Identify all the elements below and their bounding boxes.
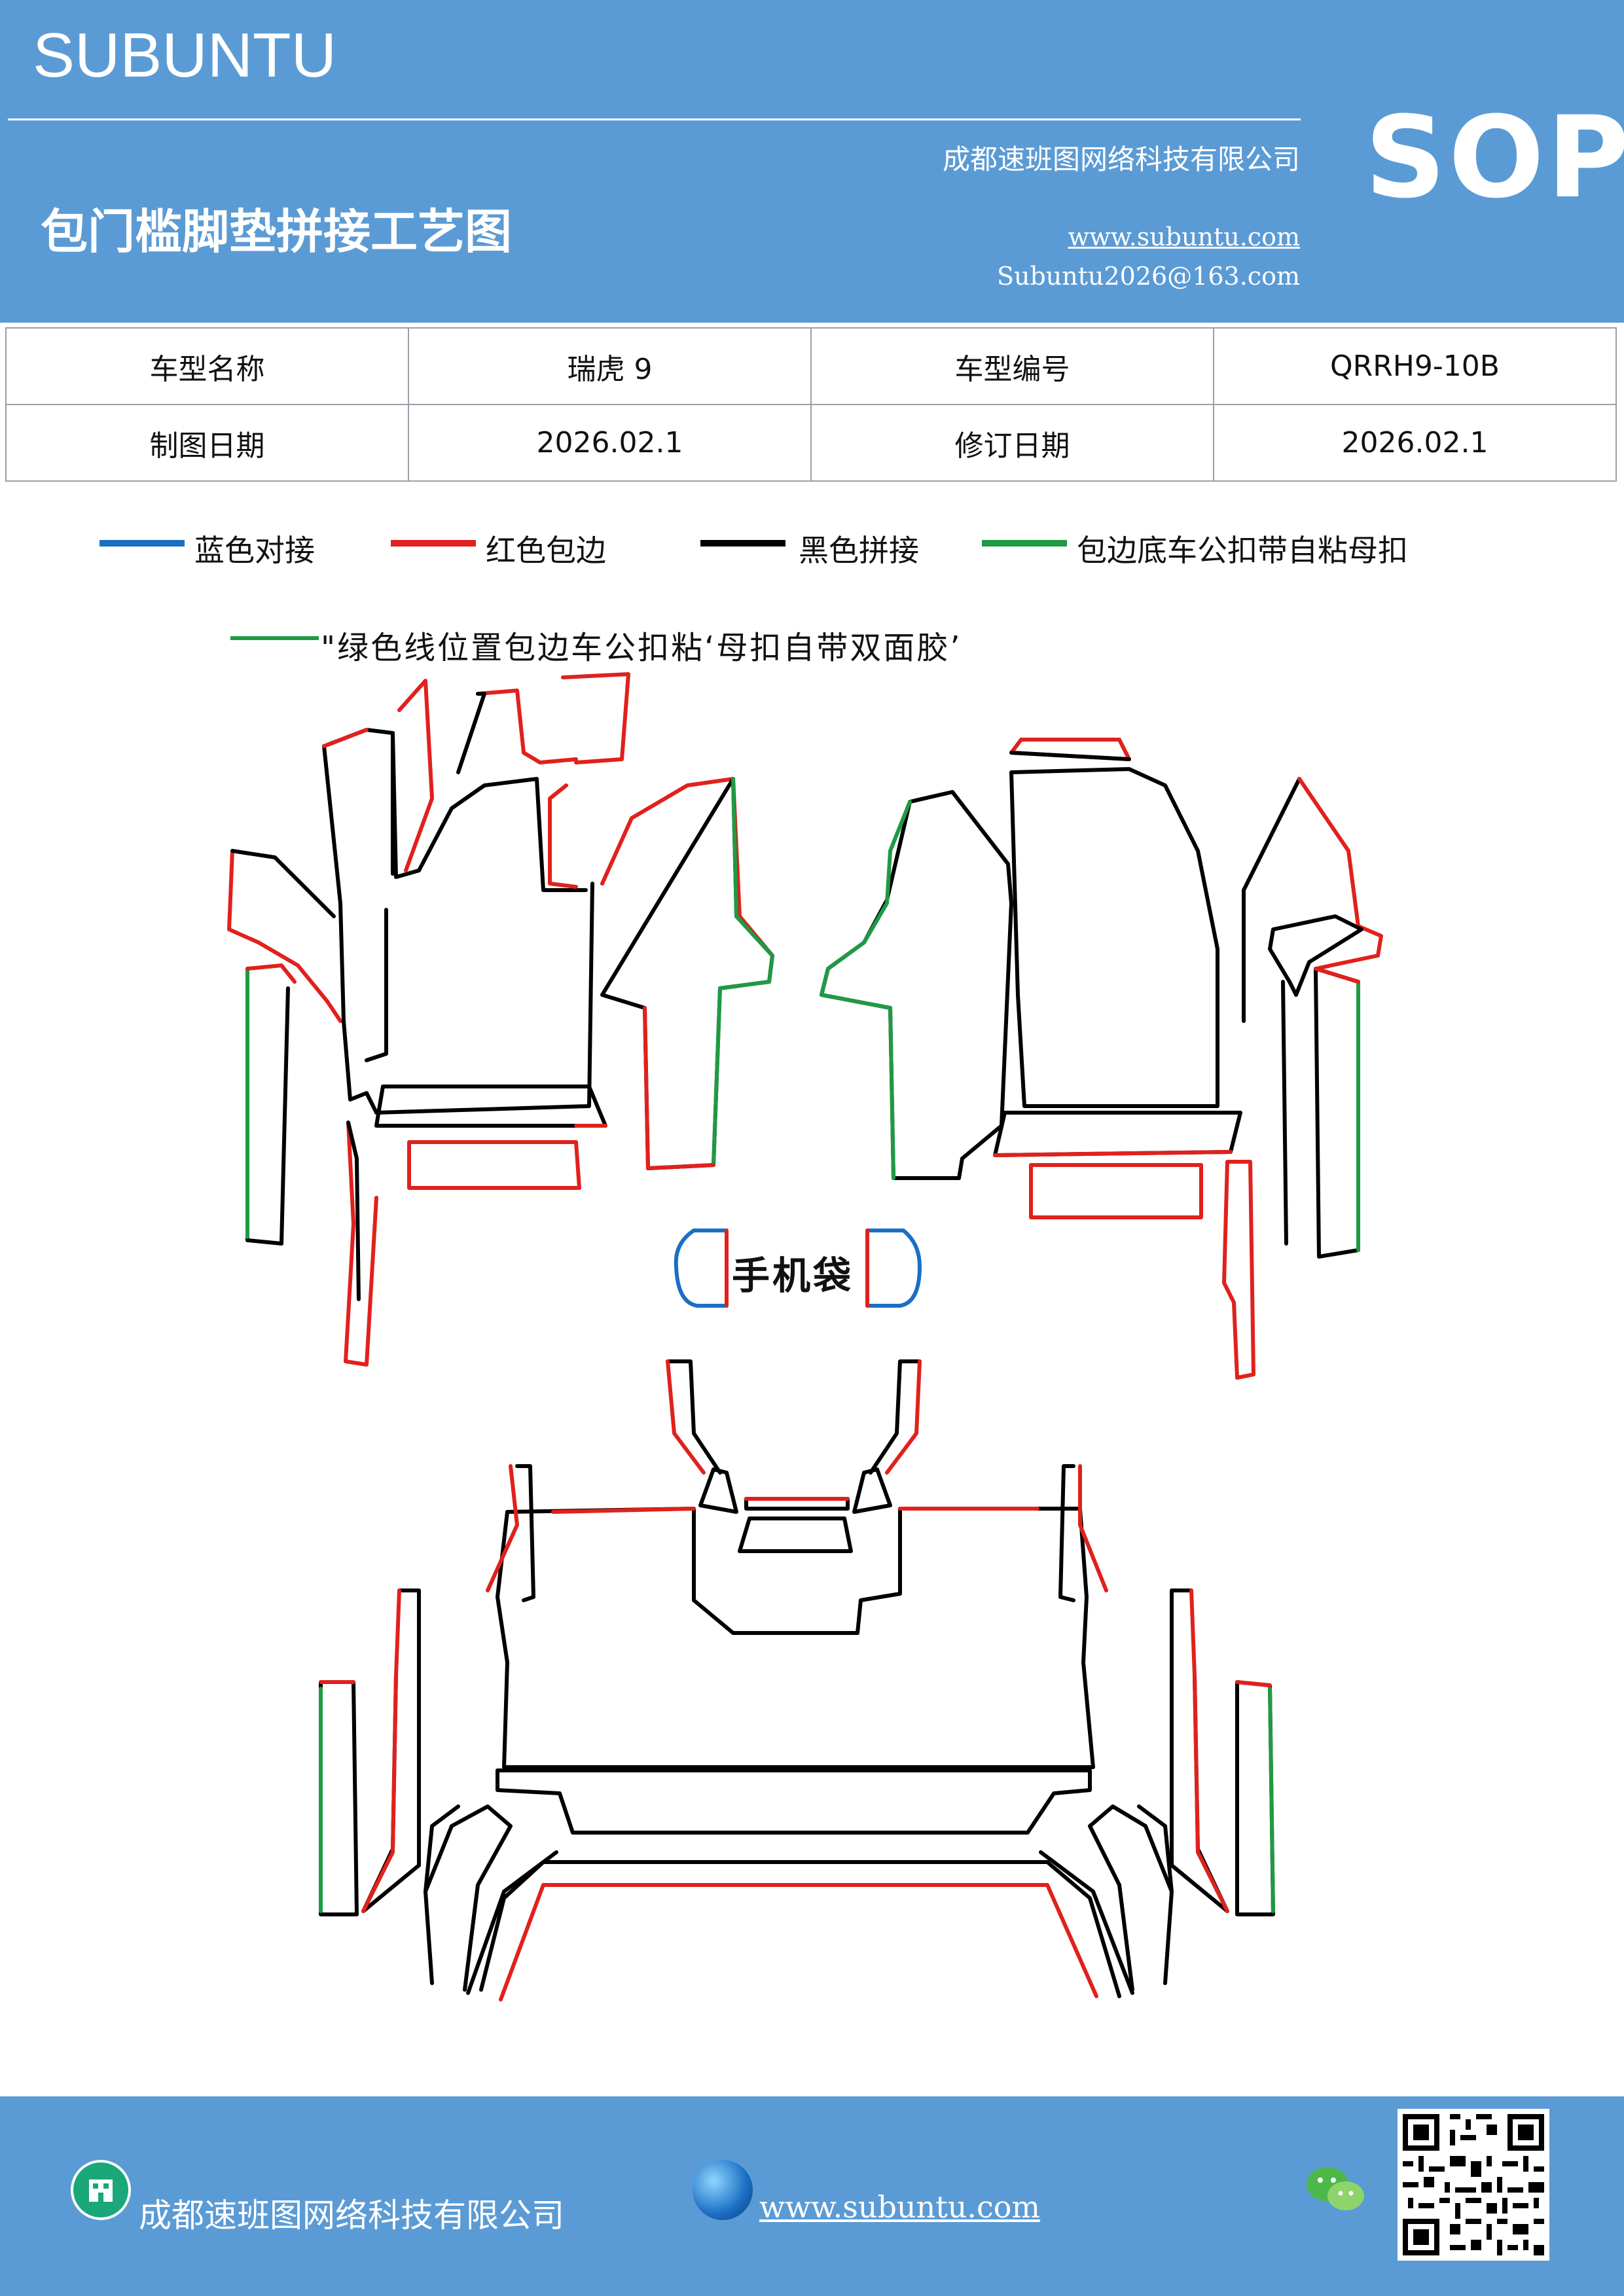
company-icon [71,2160,131,2220]
qr-code[interactable] [1398,2109,1549,2261]
note-green-line [230,636,319,640]
header-company-name: 成都速班图网络科技有限公司 [942,143,1300,175]
phone-pocket-label: 手机袋 [732,1253,854,1298]
footer-company-name: 成都速班图网络科技有限公司 [139,2197,564,2234]
front-left-outer-mat [600,777,774,1170]
front-right-rear-strip [1222,980,1288,1380]
wechat-icon[interactable] [1303,2163,1368,2215]
front-right-side-strip [1314,967,1360,1259]
front-left-heel-pad [407,1140,581,1190]
rear-center-mat [486,1359,1108,1769]
legend-label: 红色包边 [486,533,606,568]
header-banner [0,0,1624,323]
table-cell: 制图日期 [5,404,409,482]
green-line-note: "绿色线位置包边车公扣粘‘母扣自带双面胶’ [321,630,962,666]
legend-swatch-green [982,540,1067,547]
table-row: 制图日期 2026.02.1 修订日期 2026.02.1 [5,404,1617,482]
header-website-link[interactable]: www.subuntu.com [1068,223,1300,251]
table-cell: QRRH9-10B [1213,327,1617,405]
table-cell: 车型名称 [5,327,409,405]
legend-label: 包边底车公扣带自粘母扣 [1077,533,1408,568]
front-right-heel-pad [1029,1163,1203,1219]
table-cell: 车型编号 [810,327,1214,405]
front-right-outer-mat [820,790,1013,1180]
table-cell: 修订日期 [810,404,1214,482]
front-left-heel-bar [374,1085,607,1128]
legend-swatch-red [391,540,476,547]
front-right-mat [1009,738,1219,1108]
header-divider [8,118,1301,120]
phone-pocket-right [865,1229,922,1308]
front-left-side-strip [245,963,297,1246]
legend-label: 蓝色对接 [194,533,315,568]
rear-tunnel-cover [466,1850,1134,2001]
front-right-pillar-piece [1242,777,1383,1023]
footer-website-link[interactable]: www.subuntu.com [759,2189,1041,2225]
rear-left-outer-strip [319,1588,421,1916]
table-row: 车型名称 瑞虎 9 车型编号 QRRH9-10B [5,327,1617,405]
rear-right-outer-strip [1170,1588,1275,1916]
header-email[interactable]: Subuntu2026@163.com [996,262,1300,291]
front-left-rear-strip [344,1121,378,1367]
front-right-heel-bar [993,1111,1242,1157]
rear-right-wheel-arch [1088,1804,1174,1992]
table-cell: 2026.02.1 [408,404,812,482]
table-cell: 2026.02.1 [1213,404,1617,482]
legend-label: 黑色拼接 [799,533,919,568]
rear-left-wheel-arch [424,1804,513,1992]
sop-label: SOP [1365,92,1624,223]
brand-name: SUBUNTU [33,20,337,90]
globe-icon [693,2160,753,2220]
rear-heel-bar [496,1768,1092,1835]
vehicle-info-table: 车型名称 瑞虎 9 车型编号 QRRH9-10B 制图日期 2026.02.1 … [5,327,1617,482]
front-left-mat [322,672,630,1115]
table-cell: 瑞虎 9 [408,327,812,405]
page-title: 包门槛脚垫拼接工艺图 [41,204,513,259]
legend-swatch-black [700,540,785,547]
front-left-pillar-piece [227,849,342,1023]
phone-pocket-left [674,1229,729,1308]
legend-swatch-blue [99,540,185,547]
